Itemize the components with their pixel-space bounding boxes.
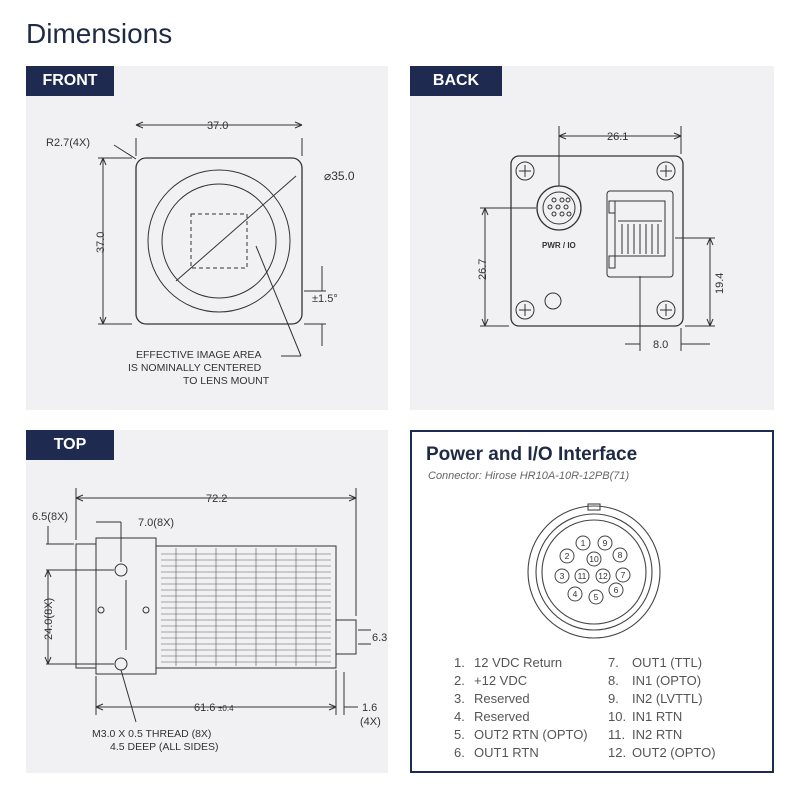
pin-item: 2.+12 VDC [454,673,528,688]
power-io-title: Power and I/O Interface [426,444,638,465]
pin-item: 5.OUT2 RTN (OPTO) [454,727,588,742]
top-one-six-count: (4X) [360,716,381,728]
top-seven-dim: 7.0(8X) [138,517,174,529]
top-six-three-dim: 6.3 [372,632,387,644]
pin-item: 8.IN1 (OPTO) [608,673,702,688]
image-area [190,213,248,269]
back-body [510,155,684,327]
page-title: Dimensions [26,18,173,49]
top-note-2: 4.5 DEEP (ALL SIDES) [110,741,219,753]
top-sixty-one-dim: 61.6 [194,702,215,714]
front-diameter-dim: ⌀35.0 [324,169,355,183]
pin-list-right: 7.OUT1 (TTL) 8.IN1 (OPTO) 9.IN2 (LVTTL) … [608,654,716,762]
top-six-five-dim: 6.5(8X) [32,511,68,523]
pin-list-left: 1.12 VDC Return 2.+12 VDC 3.Reserved 4.R… [454,654,588,762]
top-one-six-dim: 1.6 [362,702,377,714]
status-led [544,292,562,310]
pin-number-11: 11 [578,571,587,581]
pin-number-1: 1 [581,538,586,548]
connector-pinout-diagram: 1 9 2 10 8 3 11 12 7 4 5 6 [527,503,661,639]
top-twenty-four-dim: 24.0(8X) [43,598,55,640]
rear-connector-side [335,619,357,655]
pin-number-10: 10 [589,554,599,564]
back-left-dim: 26.7 [477,259,489,280]
connector-spec: Connector: Hirose HR10A-10R-12PB(71) [428,470,630,482]
front-note-1: EFFECTIVE IMAGE AREA [136,349,261,361]
front-tilt-dim: ±1.5° [312,293,338,305]
pin-item: 11.IN2 RTN [608,727,683,742]
pin-item: 10.IN1 RTN [608,709,683,724]
pin-number-12: 12 [598,571,608,581]
lens-mount-side [75,543,97,669]
front-radius-dim: R2.7(4X) [46,137,90,149]
front-tag: FRONT [26,66,114,96]
connector-label: PWR / IO [542,241,576,250]
back-panel: BACK [410,66,774,410]
front-width-dim: 37.0 [207,120,228,132]
screw-icon [515,161,676,320]
front-note-3: TO LENS MOUNT [183,375,270,387]
back-tag: BACK [410,66,502,96]
pin-number-9: 9 [603,538,608,548]
pin-item: 7.OUT1 (TTL) [608,655,703,670]
top-length-dim: 72.2 [206,493,227,505]
back-bottom-dim: 8.0 [653,339,668,351]
pin-item: 6.OUT1 RTN [454,745,539,760]
pin-number-8: 8 [618,550,623,560]
front-note-2: IS NOMINALLY CENTERED [128,362,262,374]
back-drawing: PWR / IO 26.1 26.7 19.4 8.0 [477,126,726,351]
top-tag: TOP [26,430,114,460]
pin-item: 12.OUT2 (OPTO) [608,745,716,760]
pin-item: 4.Reserved [454,709,530,724]
pwr-io-connector [536,185,582,231]
pin-item: 3.Reserved [454,691,530,706]
pin-number-2: 2 [565,551,570,561]
front-panel: FRONT [26,66,388,410]
top-drawing: 72.2 6.5(8X) 7.0(8X) 24.0(8X) 6.3 61.6 ±… [32,488,387,753]
top-note-1: M3.0 X 0.5 THREAD (8X) [92,728,211,740]
back-top-dim: 26.1 [607,131,628,143]
front-body [135,157,303,325]
pin-number-6: 6 [614,585,619,595]
pin-item: 9.IN2 (LVTTL) [608,691,703,706]
pin-item: 1.12 VDC Return [454,655,563,670]
top-panel: TOP [26,430,388,773]
back-right-dim: 19.4 [714,273,726,294]
power-io-panel: Power and I/O Interface Connector: Hiros… [410,430,774,773]
pin-number-7: 7 [621,570,626,580]
lens-mount-inner [161,183,277,299]
top-sixty-one-tol: ±0.4 [218,704,234,713]
pin-number-5: 5 [594,592,599,602]
body-side [155,545,337,669]
pin-number-3: 3 [560,571,565,581]
lens-mount-outer [147,169,291,313]
pin-number-4: 4 [573,589,578,599]
front-drawing: 37.0 37.0 R2.7(4X) ⌀35.0 ±1.5° EFFECTIVE… [46,120,355,387]
front-height-dim: 37.0 [95,232,107,253]
